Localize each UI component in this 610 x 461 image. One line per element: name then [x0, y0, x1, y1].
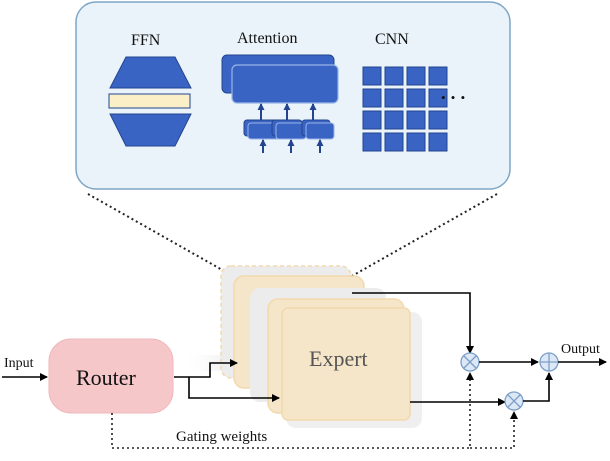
cnn-grid-icon: [362, 66, 448, 152]
cnn-cell: [362, 110, 382, 130]
cnn-cell: [406, 66, 426, 86]
sum-node: [539, 352, 559, 372]
router-label: Router: [76, 365, 136, 390]
zoom-line-left: [87, 193, 241, 281]
cnn-cell: [406, 110, 426, 130]
gating-weights-line: [111, 372, 474, 449]
router-block: [48, 338, 174, 414]
cnn-cell: [384, 88, 404, 108]
ffn-label: FFN: [131, 32, 161, 49]
cnn-cell: [428, 110, 448, 130]
output-label: Output: [561, 342, 600, 357]
router-to-expert-top: [174, 359, 238, 378]
cnn-cell: [406, 132, 426, 152]
mult-bottom-to-sum: [523, 372, 553, 402]
cnn-cell: [362, 66, 382, 86]
expert-label: Expert: [309, 346, 368, 371]
cnn-cell: [384, 110, 404, 130]
gating-weights-line-2: [470, 411, 518, 449]
more-ellipsis: • • •: [441, 90, 467, 105]
multiply-node-bottom: [504, 391, 524, 411]
router-to-expert-bottom: [188, 377, 280, 402]
attention-label: Attention: [237, 30, 298, 47]
cnn-cell: [406, 88, 426, 108]
cnn-cell: [362, 88, 382, 108]
expert-top-output: [352, 292, 474, 354]
cnn-cell: [362, 132, 382, 152]
gating-weights-label: Gating weights: [176, 429, 268, 445]
cnn-cell: [384, 132, 404, 152]
attention-icon: [221, 54, 339, 153]
expert-stack: [182, 265, 422, 428]
cnn-cell: [428, 132, 448, 152]
input-label: Input: [4, 356, 34, 371]
zoom-line-right: [351, 193, 498, 277]
cnn-cell: [428, 66, 448, 86]
cnn-cell: [384, 66, 404, 86]
cnn-label: CNN: [375, 31, 409, 48]
cnn-cell: [428, 88, 448, 108]
ffn-icon: [108, 56, 192, 147]
multiply-node-top: [460, 352, 480, 372]
